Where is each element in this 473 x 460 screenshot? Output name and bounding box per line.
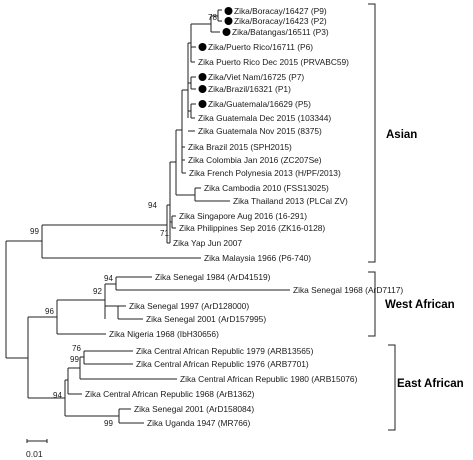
scale-bar-line: [26, 439, 48, 443]
tip-label: Zika Guatemala Dec 2015 (103344): [198, 113, 331, 123]
tip-label: Zika/Guatemala/16629 (P5): [208, 99, 311, 109]
sample-dot-icon: [198, 43, 207, 51]
tip-label: Zika/Boracay/16427 (P9): [234, 6, 327, 16]
tip-label: Zika Senegal 2001 (ArD158084): [134, 404, 254, 414]
clade-label-west-african: West African: [385, 299, 455, 311]
sample-dot-icon: [198, 85, 207, 93]
scale-bar-label: 0.01: [26, 449, 43, 459]
tree-branches: [5, 9, 290, 424]
tip-label: Zika Cambodia 2010 (FSS13025): [204, 183, 329, 193]
tip-label: Zika Senegal 2001 (ArD157995): [146, 314, 266, 324]
tip-label: Zika Central African Republic 1979 (ARB1…: [136, 346, 314, 356]
clade-brackets: [368, 3, 396, 431]
tip-label: Zika Central African Republic 1980 (ARB1…: [180, 374, 358, 384]
sample-markers: [198, 7, 233, 108]
tip-label: Zika/Boracay/16423 (P2): [234, 16, 327, 26]
tip-label: Zika Colombia Jan 2016 (ZC207Se): [188, 155, 322, 165]
tip-label: Zika French Polynesia 2013 (H/PF/2013): [189, 168, 341, 178]
bootstrap-value: 76: [72, 344, 81, 353]
scale-bar: 0.01: [26, 439, 48, 459]
sample-dot-icon: [222, 28, 231, 36]
tip-label: Zika Puerto Rico Dec 2015 (PRVABC59): [198, 57, 349, 67]
sample-dot-icon: [198, 73, 207, 81]
tip-label: Zika Senegal 1984 (ArD41519): [155, 272, 271, 282]
tip-label: Zika Central African Republic 1976 (ARB7…: [136, 359, 309, 369]
clade-label-asian: Asian: [386, 129, 417, 141]
bootstrap-value: 96: [45, 307, 54, 316]
bootstrap-value: 99: [70, 355, 79, 364]
tip-label: Zika/Batangas/16511 (P3): [232, 27, 329, 37]
tip-labels: Zika/Boracay/16427 (P9)Zika/Boracay/1642…: [85, 6, 403, 428]
clade-label-east-african: East African: [397, 378, 464, 390]
bootstrap-value: 94: [104, 274, 113, 283]
tip-label: Zika Guatemala Nov 2015 (8375): [198, 126, 322, 136]
tip-label: Zika Central African Republic 1968 (ArB1…: [85, 389, 255, 399]
tip-label: Zika Yap Jun 2007: [173, 238, 242, 248]
bootstrap-value: 99: [30, 227, 39, 236]
east-african-bracket: [388, 344, 396, 431]
sample-dot-icon: [224, 17, 233, 25]
tip-label: Zika Philippines Sep 2016 (ZK16-0128): [179, 223, 325, 233]
sample-dot-icon: [224, 7, 233, 15]
tip-label: Zika/Puerto Rico/16711 (P6): [208, 42, 313, 52]
bootstrap-value: 99: [104, 419, 113, 428]
tip-label: Zika Senegal 1968 (ArD7117): [293, 285, 403, 295]
tip-label: Zika/Brazil/16321 (P1): [208, 84, 291, 94]
tip-label: Zika Singapore Aug 2016 (16-291): [179, 211, 307, 221]
bootstrap-value: 71: [160, 229, 169, 238]
bootstrap-value: 92: [93, 287, 102, 296]
tip-label: Zika Uganda 1947 (MR766): [147, 418, 251, 428]
bootstrap-value: 94: [53, 391, 62, 400]
tip-label: Zika Senegal 1997 (ArD128000): [129, 301, 249, 311]
tip-label: Zika Nigeria 1968 (IbH30656): [109, 329, 219, 339]
bootstrap-value: 94: [148, 201, 157, 210]
asian-bracket: [368, 3, 376, 263]
sample-dot-icon: [198, 100, 207, 108]
tip-label: Zika/Viet Nam/16725 (P7): [208, 72, 304, 82]
tip-label: Zika Thailand 2013 (PLCal ZV): [233, 196, 348, 206]
tip-label: Zika Brazil 2015 (SPH2015): [188, 142, 292, 152]
west-african-bracket: [368, 271, 376, 337]
bootstrap-value: 78: [208, 13, 217, 22]
tip-label: Zika Malaysia 1966 (P6-740): [204, 253, 311, 263]
